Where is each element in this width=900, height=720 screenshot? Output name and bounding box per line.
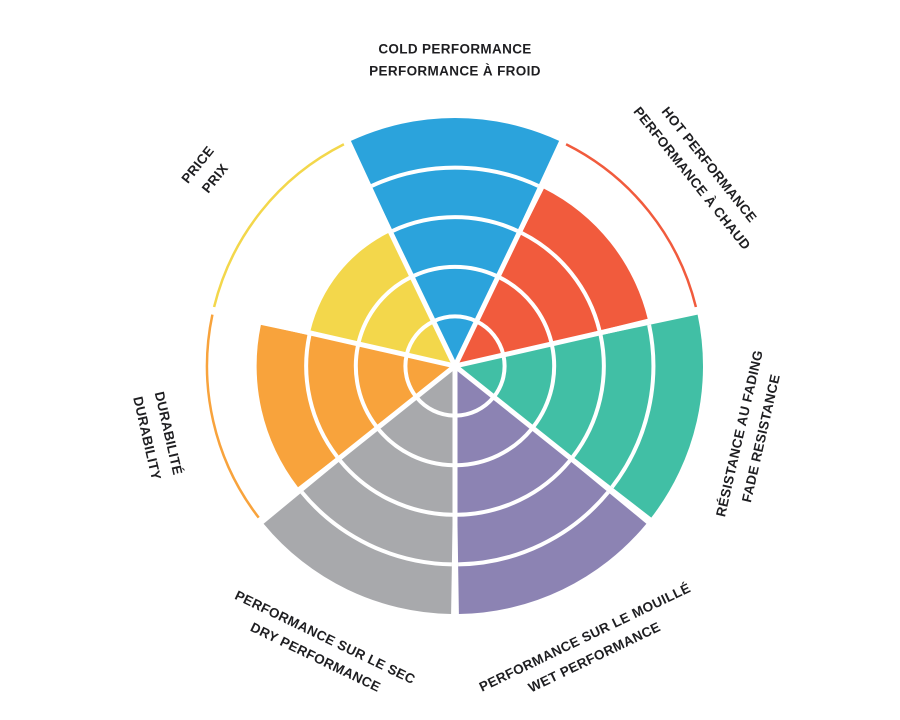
ring-divider <box>404 319 434 355</box>
ring-divider <box>353 344 379 428</box>
ring-divider <box>456 427 534 468</box>
ring-divider <box>376 427 454 468</box>
ring-divider <box>476 319 506 355</box>
ring-divider <box>458 490 610 567</box>
segment-label-cold-performance: COLD PERFORMANCE PERFORMANCE À FROID <box>369 39 541 84</box>
ring-divider <box>370 165 540 188</box>
ring-divider <box>412 264 498 278</box>
sector-gap-line <box>206 307 456 369</box>
ring-divider <box>457 459 572 517</box>
ring-divider <box>356 275 412 343</box>
ring-divider <box>455 396 495 418</box>
wedge-fade-resistance <box>455 314 703 518</box>
max-level-arc-durability <box>205 314 260 519</box>
wedge-wet-performance <box>455 366 647 614</box>
ring-divider <box>403 355 418 398</box>
wedge-cold-performance <box>350 117 560 367</box>
ring-divider <box>304 334 339 459</box>
ring-divider <box>391 215 519 233</box>
ring-divider <box>338 459 453 517</box>
ring-divider <box>498 275 554 343</box>
label-line: PERFORMANCE À FROID <box>369 64 541 79</box>
wedge-hot-performance <box>455 188 648 366</box>
ring-divider <box>610 324 656 489</box>
ring-divider <box>433 314 477 323</box>
label-line: COLD PERFORMANCE <box>378 41 532 57</box>
ring-divider <box>571 334 606 459</box>
ring-divider <box>300 490 452 567</box>
max-level-arc-price <box>212 143 345 308</box>
wedge-dry-performance <box>263 366 455 614</box>
ring-divider <box>531 344 557 428</box>
sector-gap-line <box>342 136 458 368</box>
ring-divider <box>415 396 455 418</box>
max-level-arc-hot-performance <box>565 143 698 308</box>
sector-gap-line <box>453 364 656 527</box>
sector-gap-line <box>254 364 457 527</box>
ring-divider <box>492 355 507 398</box>
ring-divider <box>520 231 602 332</box>
sector-gap-line <box>452 136 568 368</box>
sector-gap-line <box>454 307 704 369</box>
